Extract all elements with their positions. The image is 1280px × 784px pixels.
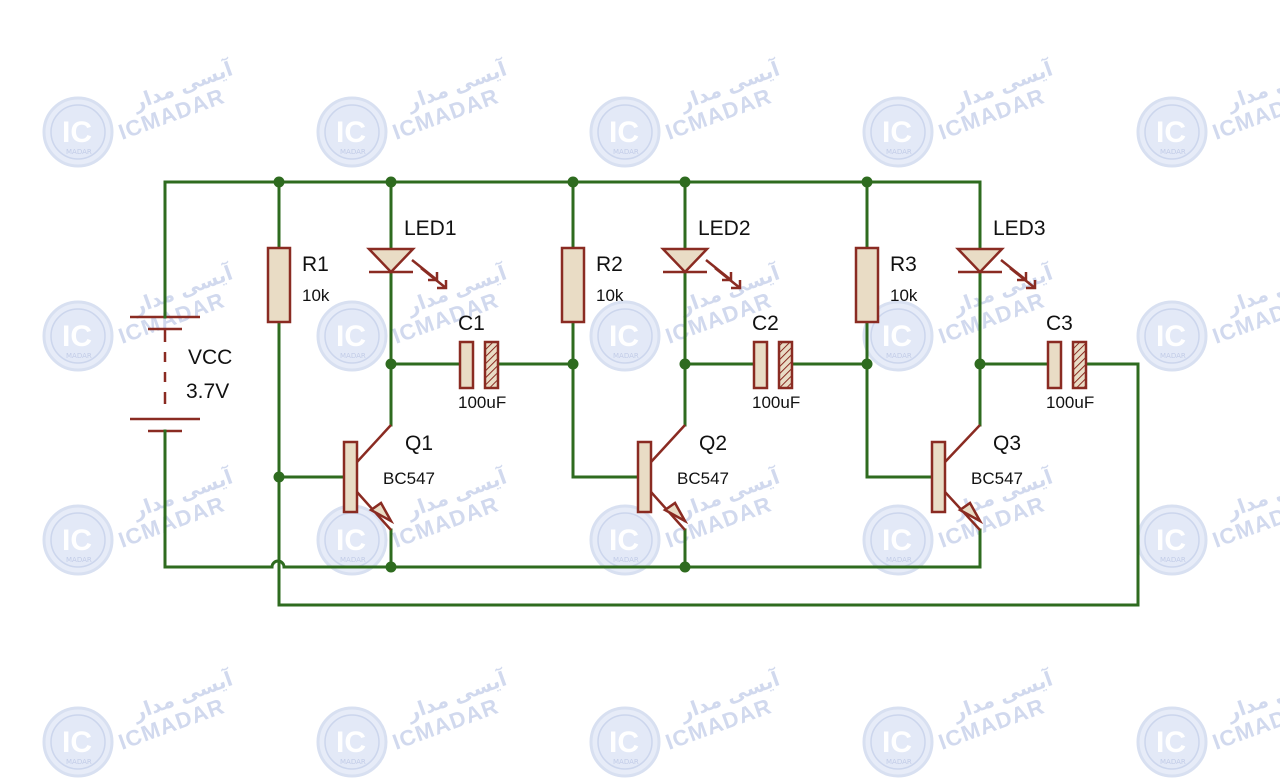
resistor-r3-value: 10k (890, 286, 918, 305)
transistor-q1: Q1 BC547 (342, 424, 435, 531)
resistor-r1-name: R1 (302, 253, 329, 276)
watermark-logo-icon (316, 300, 388, 372)
led-3-label: LED3 (993, 217, 1046, 240)
transistor-q3-model: BC547 (971, 469, 1023, 488)
watermark-logo-icon (316, 706, 388, 778)
battery-vcc: VCC 3.7V (130, 303, 232, 442)
junction-dot (273, 471, 285, 483)
junction-dot (861, 358, 873, 370)
watermark-logo-icon (316, 504, 388, 576)
battery-name-label: VCC (188, 346, 232, 369)
watermark-logo-icon (1136, 96, 1208, 168)
watermark-logo-icon (862, 96, 934, 168)
capacitor-c2-value: 100uF (752, 393, 800, 412)
junction-dot (273, 176, 285, 188)
watermark-logo-icon (862, 504, 934, 576)
watermark-logo-icon (589, 300, 661, 372)
junction-dot (567, 358, 579, 370)
led-1: LED1 (366, 217, 457, 290)
led-2: LED2 (660, 217, 751, 290)
junction-dot (679, 176, 691, 188)
resistor-r3: R3 10k (854, 246, 918, 324)
junctions (273, 176, 986, 573)
resistor-r2-value: 10k (596, 286, 624, 305)
resistor-r2-name: R2 (596, 253, 623, 276)
watermark-logo-icon (1136, 504, 1208, 576)
resistor-r1: R1 10k (266, 246, 330, 324)
capacitor-c3-name: C3 (1046, 312, 1073, 335)
junction-dot (385, 358, 397, 370)
wires (163, 180, 1140, 607)
capacitor-c2-name: C2 (752, 312, 779, 335)
watermark-logo-icon (862, 706, 934, 778)
capacitor-c3: C3 100uF (1046, 312, 1094, 412)
capacitor-c1-name: C1 (458, 312, 485, 335)
watermark-logo-icon (42, 300, 114, 372)
watermark-logo-icon (1136, 300, 1208, 372)
capacitor-c1: C1 100uF (458, 312, 506, 412)
junction-dot (567, 176, 579, 188)
junction-dot (861, 176, 873, 188)
transistor-q3: Q3 BC547 (930, 424, 1023, 531)
watermark-logo-icon (42, 706, 114, 778)
transistor-q1-model: BC547 (383, 469, 435, 488)
transistor-q2-model: BC547 (677, 469, 729, 488)
capacitor-c1-value: 100uF (458, 393, 506, 412)
junction-dot (679, 358, 691, 370)
transistor-q2-name: Q2 (699, 432, 727, 455)
capacitor-c3-value: 100uF (1046, 393, 1094, 412)
resistor-r1-value: 10k (302, 286, 330, 305)
junction-dot (679, 561, 691, 573)
watermark-logo-icon (589, 504, 661, 576)
transistor-q2: Q2 BC547 (636, 424, 729, 531)
transistor-q3-name: Q3 (993, 432, 1021, 455)
capacitor-c2: C2 100uF (752, 312, 800, 412)
led-2-label: LED2 (698, 217, 751, 240)
led-1-label: LED1 (404, 217, 457, 240)
watermark-logo-icon (589, 706, 661, 778)
transistor-q1-name: Q1 (405, 432, 433, 455)
resistor-r3-name: R3 (890, 253, 917, 276)
watermark-logo-icon (1136, 706, 1208, 778)
junction-dot (385, 176, 397, 188)
junction-dot (974, 358, 986, 370)
resistor-r2: R2 10k (560, 246, 624, 324)
battery-value-label: 3.7V (186, 380, 229, 403)
watermark-logo-icon (589, 96, 661, 168)
watermark-logo-icon (42, 504, 114, 576)
junction-dot (385, 561, 397, 573)
led-3: LED3 (955, 217, 1046, 290)
watermark-logo-icon (42, 96, 114, 168)
watermark-logo-icon (316, 96, 388, 168)
